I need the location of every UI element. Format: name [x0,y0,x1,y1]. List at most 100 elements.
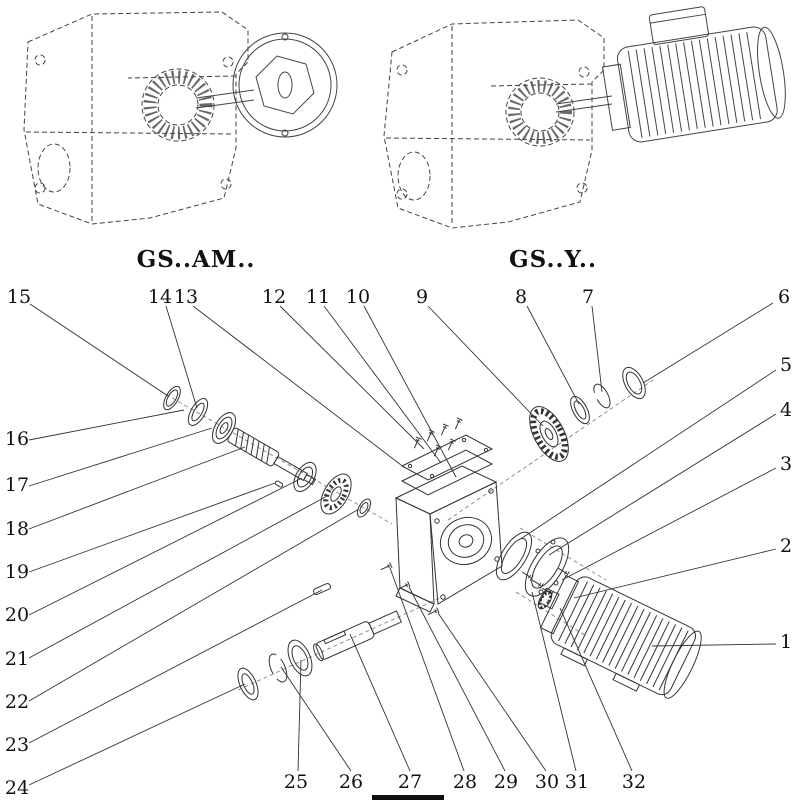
callout-label-20: 20 [5,604,29,626]
leader-line-12 [279,305,425,450]
variant-label-y: GS..Y.. [509,246,597,273]
callout-label-23: 23 [5,734,29,756]
leader-lines [28,302,777,786]
callout-label-3: 3 [780,453,792,475]
ring-22 [356,498,372,518]
gearbox-am-drawing [23,11,338,225]
callout-label-6: 6 [778,286,790,308]
gear-housing [394,465,503,613]
callout-label-24: 24 [5,777,29,799]
variant-label-am: GS..AM.. [136,246,256,273]
callout-label-4: 4 [780,399,792,421]
ring-14 [187,398,209,426]
exploded-assembly [159,366,702,701]
callout-label-16: 16 [5,428,29,450]
output-flange-drawing [232,32,338,138]
callout-label-28: 28 [453,771,477,793]
callout-label-27: 27 [398,771,422,793]
circlip-26 [268,653,288,683]
callout-label-1: 1 [780,631,792,653]
leader-line-16 [28,409,185,441]
leader-line-24 [28,683,246,786]
leader-line-19 [28,482,276,573]
oil-seal-6 [622,366,646,400]
motor-1 [538,574,702,699]
leader-line-20 [28,477,303,616]
leader-line-2 [573,548,777,599]
callout-label-15: 15 [7,286,31,308]
bearing-20 [293,461,317,493]
callout-label-2: 2 [780,535,792,557]
callout-label-10: 10 [346,286,370,308]
page-edge-mark [372,795,444,800]
leader-line-11 [323,305,442,464]
motor-drawing [601,6,786,143]
output-shaft-27 [313,610,402,662]
leader-line-8 [526,305,580,405]
worm-wheel-gear-9 [529,406,569,462]
callout-label-13: 13 [174,286,198,308]
circlip-7 [593,383,611,409]
leader-line-23 [28,589,323,744]
bearing-25 [287,639,313,677]
leader-line-21 [28,494,330,659]
leader-line-32 [559,607,633,772]
leader-line-28 [389,567,465,772]
leader-line-17 [28,427,213,487]
callout-label-32: 32 [622,771,646,793]
cover-plate-11 [400,434,494,481]
cover-bolts [411,417,464,458]
shaft-key-23 [313,583,331,595]
callout-label-8: 8 [515,286,527,308]
callout-label-22: 22 [5,691,29,713]
leader-line-18 [28,446,246,530]
housing-screws [379,561,440,618]
seal-ring-15 [163,385,181,411]
motor-pinion-32 [537,590,553,610]
callout-label-5: 5 [780,354,792,376]
callout-label-11: 11 [306,286,330,308]
leader-line-14 [165,305,198,409]
callout-label-26: 26 [339,771,363,793]
leader-line-22 [28,508,360,702]
leader-line-4 [548,413,777,556]
shaft-hub-hatch [508,80,572,144]
gasket-10 [400,449,494,496]
leader-line-26 [280,666,352,772]
callout-label-21: 21 [5,648,29,670]
callout-label-18: 18 [5,518,29,540]
shaft-hub-hatch [143,70,213,140]
spacer-ring-5 [495,531,533,581]
callout-label-7: 7 [582,286,594,308]
leader-line-1 [651,643,777,647]
axis-lines [159,377,657,691]
callout-label-12: 12 [262,286,286,308]
leader-line-25 [297,659,302,772]
leader-line-31 [531,591,577,772]
washer-24 [237,667,259,701]
worm-shaft-18 [227,427,317,486]
leader-line-29 [408,586,506,772]
leader-line-10 [363,305,457,478]
washer-8 [570,395,590,425]
gearbox-y-drawing [383,6,786,229]
leader-line-7 [591,305,603,393]
leader-line-15 [29,303,169,397]
leader-line-5 [521,369,777,539]
callout-label-30: 30 [535,771,559,793]
callout-label-31: 31 [565,771,589,793]
leader-line-6 [642,302,774,384]
callout-label-29: 29 [494,771,518,793]
callout-label-17: 17 [5,474,29,496]
pin-19 [274,480,284,488]
leader-line-3 [561,467,777,581]
callout-label-14: 14 [148,286,172,308]
leader-line-13 [192,305,406,469]
callout-label-9: 9 [416,286,428,308]
callout-label-25: 25 [284,771,308,793]
leader-line-9 [427,305,544,427]
callout-label-19: 19 [5,561,29,583]
leader-line-30 [437,612,547,772]
